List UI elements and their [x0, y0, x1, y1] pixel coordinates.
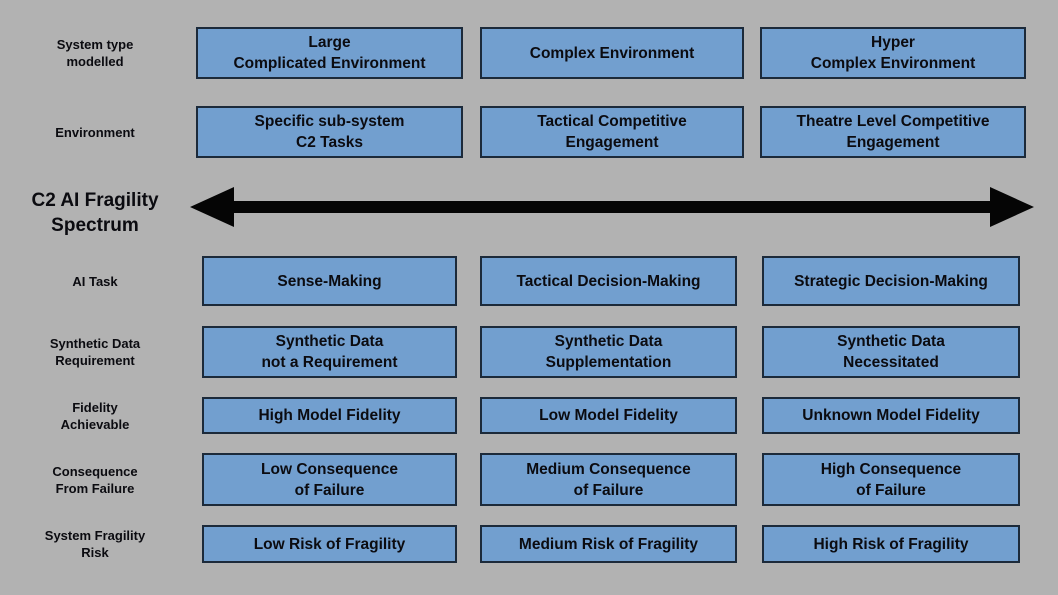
box-synthetic-data-necessitated: Synthetic Data Necessitated: [762, 326, 1020, 378]
row-label-synthetic-data-requirement: Synthetic Data Requirement: [49, 336, 141, 368]
row-label-ai-task: AI Task: [72, 273, 118, 289]
box-high-model-fidelity: High Model Fidelity: [202, 397, 457, 434]
box-high-consequence-of-failure: High Consequence of Failure: [762, 453, 1020, 506]
row-label-system-fragility-risk: System Fragility Risk: [44, 528, 146, 560]
row-label-consequence-from-failure: Consequence From Failure: [52, 463, 138, 496]
box-synthetic-data-supplementation: Synthetic Data Supplementation: [480, 326, 737, 378]
box-unknown-model-fidelity: Unknown Model Fidelity: [762, 397, 1020, 434]
row-fidelity-achievable: Fidelity Achievable High Model Fidelity …: [0, 397, 1058, 434]
box-strategic-decision-making: Strategic Decision-Making: [762, 256, 1020, 306]
box-sense-making: Sense-Making: [202, 256, 457, 306]
row-synthetic-data-requirement: Synthetic Data Requirement Synthetic Dat…: [0, 326, 1058, 378]
box-low-risk-of-fragility: Low Risk of Fragility: [202, 525, 457, 563]
row-system-fragility-risk: System Fragility Risk Low Risk of Fragil…: [0, 525, 1058, 563]
box-specific-sub-system-c2-tasks: Specific sub-system C2 Tasks: [196, 106, 463, 158]
row-label-fidelity-achievable: Fidelity Achievable: [60, 399, 130, 432]
spectrum-title: C2 AI Fragility Spectrum: [31, 190, 159, 236]
box-medium-consequence-of-failure: Medium Consequence of Failure: [480, 453, 737, 506]
box-large-complicated-environment: Large Complicated Environment: [196, 27, 463, 79]
row-label-system-type-modelled: System type modelled: [56, 37, 134, 69]
box-low-model-fidelity: Low Model Fidelity: [480, 397, 737, 434]
spectrum-double-arrow-icon: [190, 187, 1034, 227]
row-label-environment: Environment: [55, 124, 135, 140]
row-environment: Environment Specific sub-system C2 Tasks…: [0, 106, 1058, 158]
box-synthetic-data-not-a-requirement: Synthetic Data not a Requirement: [202, 326, 457, 378]
box-complex-environment: Complex Environment: [480, 27, 744, 79]
row-ai-task: AI Task Sense-Making Tactical Decision-M…: [0, 256, 1058, 306]
row-system-type-modelled: System type modelled Large Complicated E…: [0, 27, 1058, 79]
box-hyper-complex-environment: Hyper Complex Environment: [760, 27, 1026, 79]
box-theatre-level-competitive-engagement: Theatre Level Competitive Engagement: [760, 106, 1026, 158]
row-consequence-from-failure: Consequence From Failure Low Consequence…: [0, 453, 1058, 506]
box-tactical-decision-making: Tactical Decision-Making: [480, 256, 737, 306]
box-medium-risk-of-fragility: Medium Risk of Fragility: [480, 525, 737, 563]
box-tactical-competitive-engagement: Tactical Competitive Engagement: [480, 106, 744, 158]
box-high-risk-of-fragility: High Risk of Fragility: [762, 525, 1020, 563]
box-low-consequence-of-failure: Low Consequence of Failure: [202, 453, 457, 506]
